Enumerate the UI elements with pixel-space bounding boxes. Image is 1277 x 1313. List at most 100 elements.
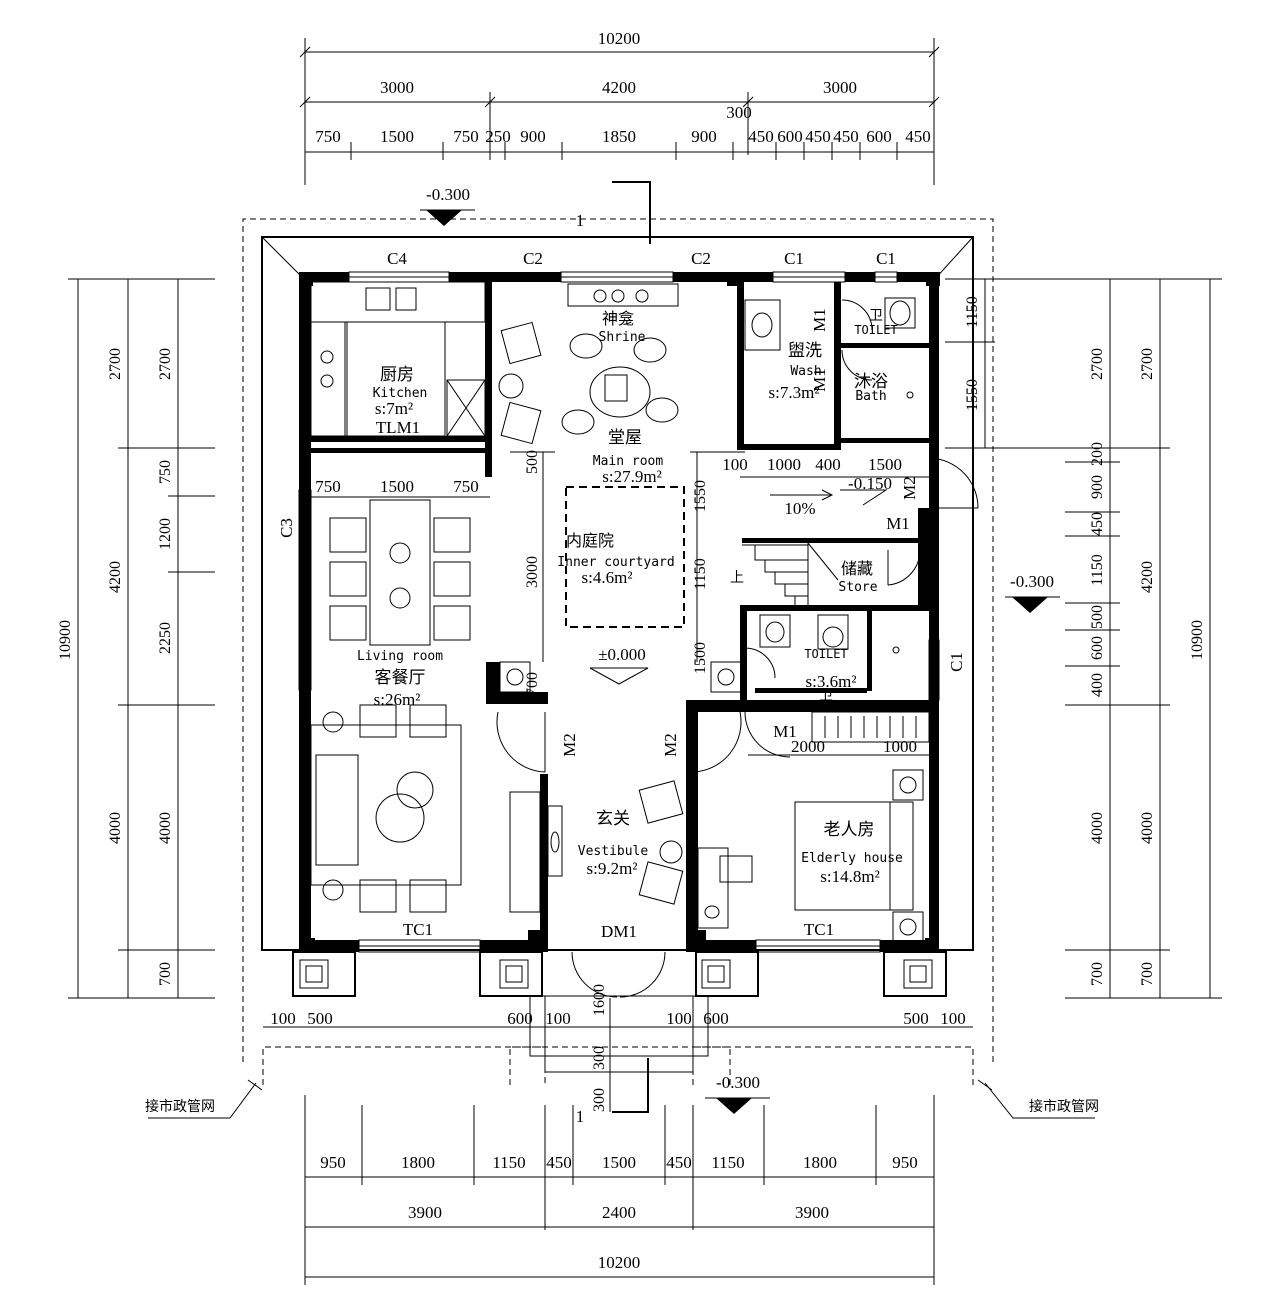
dim-left-outer-1: 2700 [107, 348, 124, 380]
dim-right-mid-7: 600 [1089, 636, 1106, 660]
dim-left-outer-3: 4000 [107, 812, 124, 844]
window-label-c1-toilet: C1 [876, 249, 896, 268]
dim-dining-1: 750 [315, 477, 341, 496]
dim-top-detail-8: 450 [748, 127, 774, 146]
shrine-name-en: Shrine [599, 330, 646, 345]
section-mark-bottom: 1 [576, 1107, 585, 1126]
dim-court-left-2: 3000 [524, 556, 541, 588]
dim-porch-cr2: 600 [703, 1009, 729, 1028]
dim-top-detail-1: 750 [315, 127, 341, 146]
dim-top-mid-1: 3000 [380, 78, 414, 97]
courtyard-name-en: Inner courtyard [557, 555, 674, 570]
utility-note-left: 接市政管网 [145, 1098, 215, 1115]
dim-bottom-mid-2: 2400 [602, 1203, 636, 1222]
dim-court-right-1: 1550 [692, 480, 709, 512]
walls [299, 272, 940, 952]
dim-bottom-detail-9: 950 [892, 1153, 918, 1172]
dim-bottom-detail-8: 1800 [803, 1153, 837, 1172]
dim-bottom-mid-1: 3900 [408, 1203, 442, 1222]
dim-court-left-3: 700 [524, 672, 541, 696]
dim-top-mid-3: 3000 [823, 78, 857, 97]
dim-right-mid-4: 450 [1089, 512, 1106, 536]
toilet-mid-name-en: TOILET [804, 647, 847, 661]
dim-top-detail-12: 600 [866, 127, 892, 146]
door-label-m1-store: M1 [886, 514, 910, 533]
stairs: 上 [730, 542, 839, 605]
toilet-top-name-en: TOILET [854, 323, 897, 337]
dim-right-mid-1: 2700 [1089, 348, 1106, 380]
dim-right-total: 10900 [1189, 620, 1206, 660]
dim-top-detail-7: 900 [691, 127, 717, 146]
level-triangle-icon [1012, 597, 1048, 613]
dim-top-mid-2: 4200 [602, 78, 636, 97]
toilet-mid-area: s:3.6m² [806, 672, 857, 691]
dim-porch-cl2: 100 [545, 1009, 571, 1028]
level-bath-step: -0.150 [848, 474, 892, 493]
level-markers: -0.300 -0.300 -0.300 ±0.000 -0.150 10% [420, 185, 1060, 1114]
level-top-left: -0.300 [426, 185, 470, 204]
door-label-m2-living: M2 [560, 733, 579, 757]
dim-right-outer-2: 4200 [1139, 561, 1156, 593]
level-triangle-icon [716, 1098, 752, 1114]
dim-left-inner-6: 700 [157, 962, 174, 986]
dim-porch-v2: 300 [591, 1046, 608, 1070]
door-label-m1-bath: M1 [810, 368, 829, 392]
dim-top-detail-4: 250 [485, 127, 511, 146]
dim-elderly-1: 2000 [791, 737, 825, 756]
dim-right-outer-3: 4000 [1139, 812, 1156, 844]
dim-top-detail-9: 600 [777, 127, 803, 146]
slope-label: 10% [784, 499, 815, 518]
dim-dining-3: 750 [453, 477, 479, 496]
dim-left-inner-3: 1200 [157, 518, 174, 550]
utility-connections: 接市政管网 接市政管网 [145, 1079, 1099, 1119]
wash-name-cn: 盥洗 [788, 341, 822, 361]
door-label-m2-vestibule: M2 [661, 733, 680, 757]
left-dimension-chain: 10900 2700 4200 4000 2700 750 1200 2250 … [57, 278, 215, 999]
dim-porch-v1: 1600 [591, 984, 608, 1016]
dim-porch-l1: 100 [270, 1009, 296, 1028]
main-room-area: s:27.9m² [602, 467, 661, 486]
dim-right-mid-8: 400 [1089, 673, 1106, 697]
dim-bath-2: 1000 [767, 455, 801, 474]
store-name-cn: 储藏 [841, 559, 873, 578]
dim-left-inner-4: 2250 [157, 622, 174, 654]
vestibule-name-cn: 玄关 [596, 809, 630, 829]
dim-porch-r1: 500 [903, 1009, 929, 1028]
dim-porch-r2: 100 [940, 1009, 966, 1028]
site-outline [242, 218, 994, 1085]
elderly-name-en: Elderly house [801, 851, 903, 866]
section-marks: 1 1 [576, 181, 651, 1126]
dim-bath-3: 400 [815, 455, 841, 474]
level-triangle-icon [426, 210, 462, 226]
dim-top-extra: 300 [726, 103, 752, 122]
dim-right-mid-5: 1150 [1089, 554, 1106, 585]
dim-left-inner-1: 2700 [157, 348, 174, 380]
room-labels: 厨房 Kitchen s:7m² 神龛 Shrine 堂屋 Main room … [357, 308, 903, 886]
section-mark-top: 1 [576, 211, 585, 230]
dim-court-left-1: 500 [524, 450, 541, 474]
dim-court-right-3: 1500 [692, 642, 709, 674]
dim-porch-l2: 500 [307, 1009, 333, 1028]
dim-bottom-detail-2: 1800 [401, 1153, 435, 1172]
right-dimension-chain: 1150 1550 2700 200 900 450 1150 500 600 … [945, 278, 1222, 999]
dim-porch-cl1: 600 [507, 1009, 533, 1028]
door-label-m2-hall: M2 [900, 476, 919, 500]
living-name-cn: 客餐厅 [375, 668, 426, 688]
dim-porch-cr1: 100 [666, 1009, 692, 1028]
dim-court-right-2: 1150 [692, 558, 709, 589]
door-label-dm1: DM1 [601, 922, 637, 941]
dim-top-detail-3: 750 [453, 127, 479, 146]
inner-courtyard [510, 451, 745, 662]
door-label-m1-wash: M1 [810, 308, 829, 332]
dim-right-mid-10: 700 [1089, 962, 1106, 986]
dim-right-outer-4: 700 [1139, 962, 1156, 986]
dim-bottom-detail-5: 1500 [602, 1153, 636, 1172]
dim-bottom-mid-3: 3900 [795, 1203, 829, 1222]
main-room-name-cn: 堂屋 [608, 428, 642, 448]
dim-right-mid-2: 200 [1089, 442, 1106, 466]
dim-bottom-detail-6: 450 [666, 1153, 692, 1172]
level-right: -0.300 [1010, 572, 1054, 591]
window-label-tc1-left: TC1 [403, 920, 433, 939]
bath-name-en: Bath [855, 389, 886, 404]
courtyard-area: s:4.6m² [582, 568, 633, 587]
